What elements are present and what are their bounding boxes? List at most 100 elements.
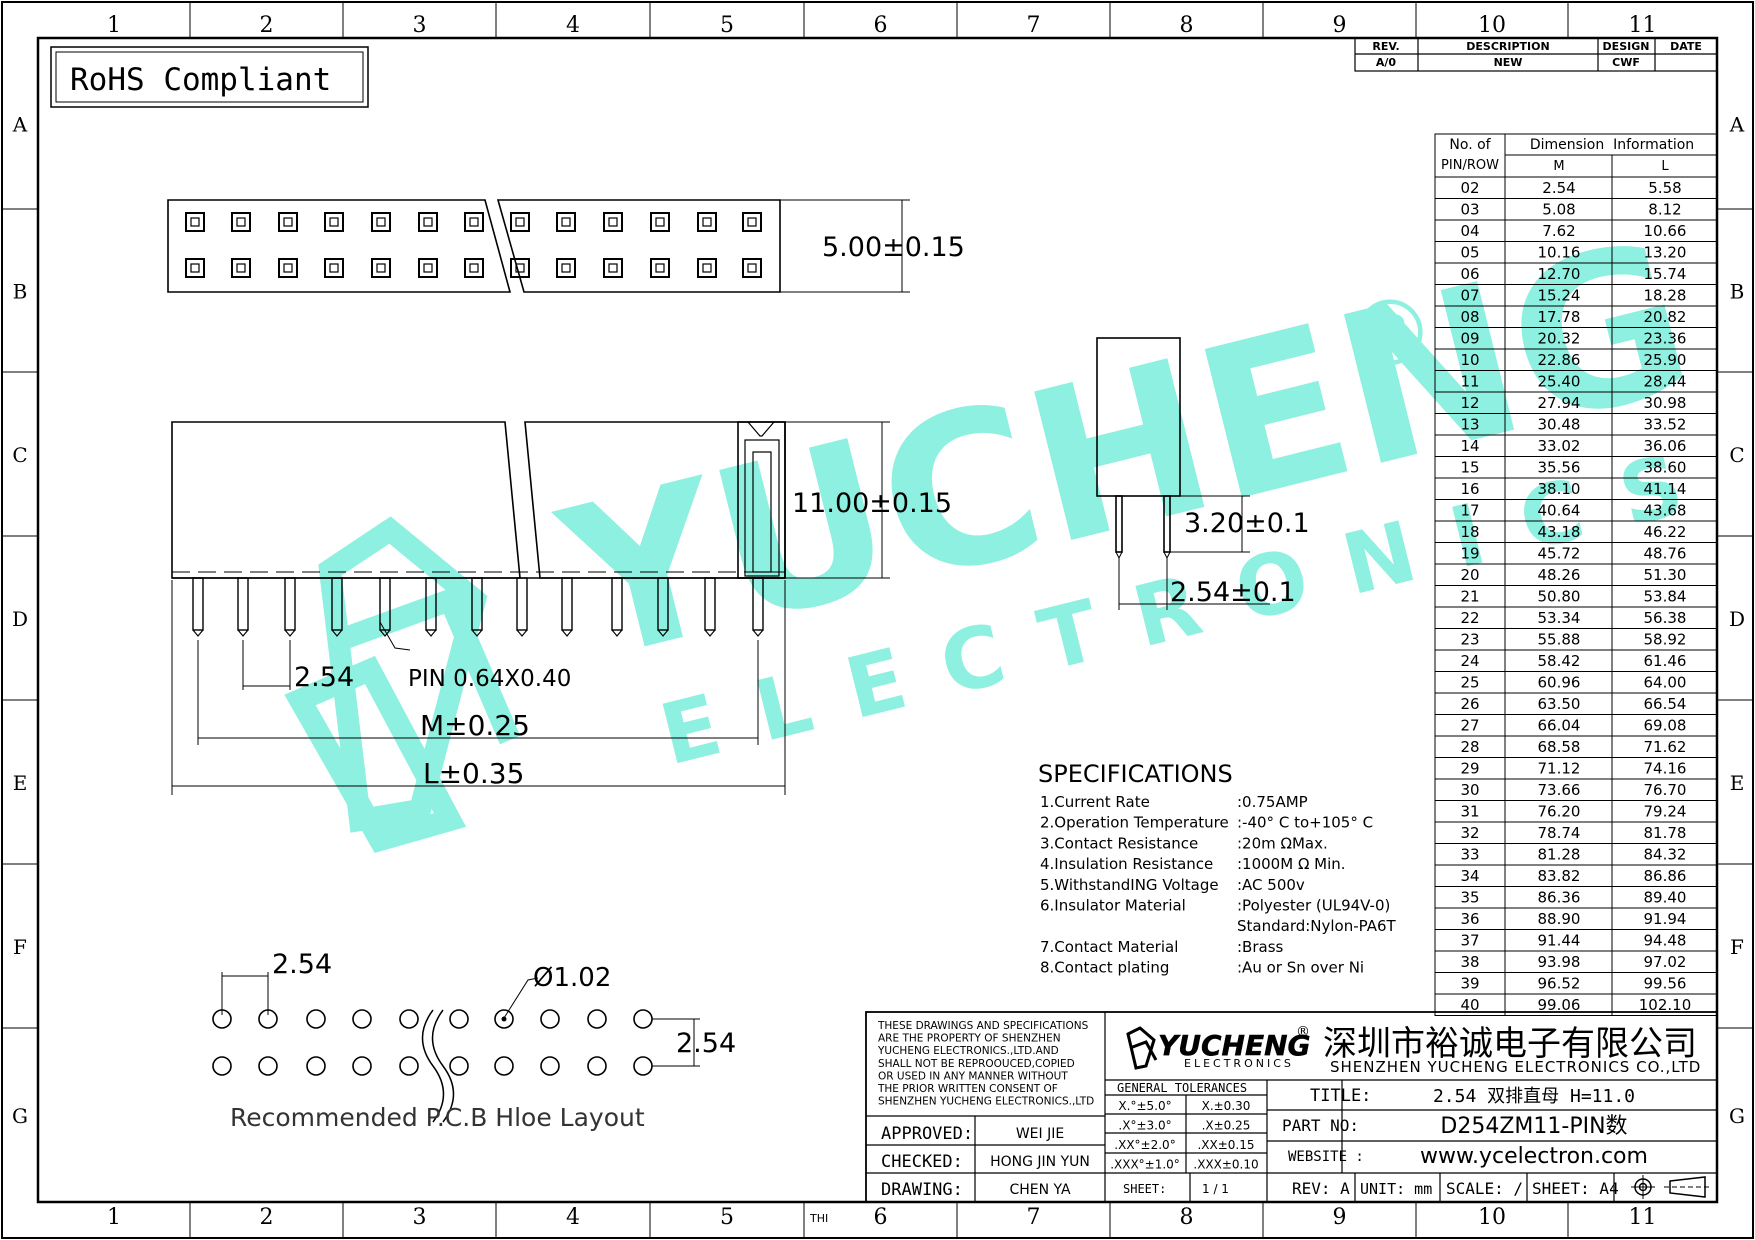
rev-header: REV. — [1372, 40, 1399, 53]
pin-count-cell: 30 — [1460, 781, 1479, 799]
pcb-hole — [633, 1009, 653, 1029]
frame-col-top-7: 7 — [1027, 13, 1041, 38]
l-cell: 18.28 — [1644, 287, 1687, 305]
pin-count-cell: 31 — [1460, 803, 1479, 821]
front-view — [171, 421, 890, 795]
notice-line: THESE DRAWINGS AND SPECIFICATIONS — [877, 1020, 1089, 1032]
pin-count-cell: 35 — [1460, 889, 1479, 907]
m-cell: 86.36 — [1538, 889, 1581, 907]
m-cell: 20.32 — [1538, 330, 1581, 348]
title-value: 2.54 双排直母 H=11.0 — [1433, 1086, 1635, 1107]
frame-row-left-C: C — [12, 443, 27, 467]
frame-col-top-1: 1 — [107, 13, 121, 38]
pcb-hole — [540, 1009, 560, 1029]
frame-col-bottom-6: 6 — [874, 1205, 888, 1230]
tolerance-angle: .X°±3.0° — [1118, 1119, 1171, 1133]
contact-hole — [231, 212, 251, 232]
frame-row-left-F: F — [13, 935, 27, 959]
contact-hole — [556, 258, 576, 278]
m-cell: 17.78 — [1538, 308, 1581, 326]
contact-hole — [742, 258, 762, 278]
pcb-hole — [306, 1009, 326, 1029]
design-header: DESIGN — [1603, 40, 1650, 53]
unit: UNIT: mm — [1360, 1180, 1432, 1198]
frame-row-left-G: G — [12, 1104, 28, 1128]
frame-col-top-5: 5 — [720, 13, 734, 38]
approved-label: APPROVED: — [881, 1124, 973, 1144]
spec-value: :AC 500v — [1237, 876, 1305, 894]
spec-value: :Brass — [1237, 938, 1284, 956]
l-cell: 48.76 — [1644, 545, 1687, 563]
l-cell: 69.08 — [1644, 717, 1687, 735]
tolerance-title: GENERAL TOLERANCES — [1117, 1081, 1247, 1095]
m-cell: 45.72 — [1538, 545, 1581, 563]
contact-hole — [185, 212, 205, 232]
m-cell: 88.90 — [1538, 910, 1581, 928]
dim-height-side: 11.00±0.15 — [792, 488, 952, 519]
pin-count-cell: 15 — [1460, 459, 1479, 477]
m-cell: 27.94 — [1538, 394, 1581, 412]
dimension-table: No. of PIN/ROW Dimension Information M L… — [1434, 133, 1718, 1016]
contact-hole — [185, 258, 205, 278]
tolerance-linear: .XXX±0.10 — [1193, 1158, 1258, 1172]
frame-col-top-8: 8 — [1180, 13, 1194, 38]
drawing-value: CHEN YA — [1009, 1182, 1071, 1198]
pin-count-cell: 05 — [1460, 244, 1479, 262]
pcb-hole — [399, 1009, 419, 1029]
l-cell: 81.78 — [1644, 824, 1687, 842]
m-cell: 76.20 — [1538, 803, 1581, 821]
m-cell: 68.58 — [1538, 738, 1581, 756]
pin-count-cell: 36 — [1460, 910, 1479, 928]
watermark-registered: ® — [1345, 282, 1435, 387]
frame-row-right-G: G — [1729, 1104, 1745, 1128]
m-cell: 50.80 — [1538, 588, 1581, 606]
side-view — [1096, 337, 1270, 610]
frame-col-bottom-1: 1 — [107, 1205, 121, 1230]
table-header-pinrow: PIN/ROW — [1441, 158, 1499, 173]
frame-row-right-F: F — [1730, 935, 1744, 959]
design-value: CWF — [1612, 56, 1640, 69]
dim-height-top: 5.00±0.15 — [822, 232, 965, 263]
pin-count-cell: 14 — [1460, 437, 1479, 455]
pin-count-cell: 12 — [1460, 394, 1479, 412]
l-cell: 56.38 — [1644, 609, 1687, 627]
top-view — [167, 199, 910, 293]
m-cell: 5.08 — [1542, 201, 1575, 219]
pcb-layout — [212, 972, 700, 1123]
frame-col-bottom-2: 2 — [260, 1205, 274, 1230]
m-cell: 38.10 — [1538, 480, 1581, 498]
pin — [284, 577, 296, 637]
spec-value: :1000M Ω Min. — [1237, 855, 1346, 873]
pin-count-cell: 25 — [1460, 674, 1479, 692]
l-cell: 71.62 — [1644, 738, 1687, 756]
l-cell: 64.00 — [1644, 674, 1687, 692]
contact-hole — [742, 212, 762, 232]
drawing-label: DRAWING: — [881, 1180, 963, 1200]
date-header: DATE — [1670, 40, 1702, 53]
tolerance-linear: X.±0.30 — [1202, 1099, 1251, 1113]
pin — [516, 577, 528, 637]
revision-level: REV: A — [1292, 1179, 1350, 1198]
pin-count-cell: 40 — [1460, 996, 1479, 1014]
l-cell: 61.46 — [1644, 652, 1687, 670]
notice-line: SHALL NOT BE REPROOUCED,COPIED — [878, 1058, 1075, 1070]
pin — [331, 577, 343, 637]
l-cell: 23.36 — [1644, 330, 1687, 348]
frame-row-right-A: A — [1729, 113, 1745, 137]
frame-col-bottom-4: 4 — [566, 1205, 580, 1230]
approved-value: WEI JIE — [1016, 1126, 1064, 1142]
m-cell: 83.82 — [1538, 867, 1581, 885]
frame-col-top-2: 2 — [260, 13, 274, 38]
frame-col-bottom-10: 10 — [1478, 1205, 1506, 1230]
pin-count-cell: 08 — [1460, 308, 1479, 326]
